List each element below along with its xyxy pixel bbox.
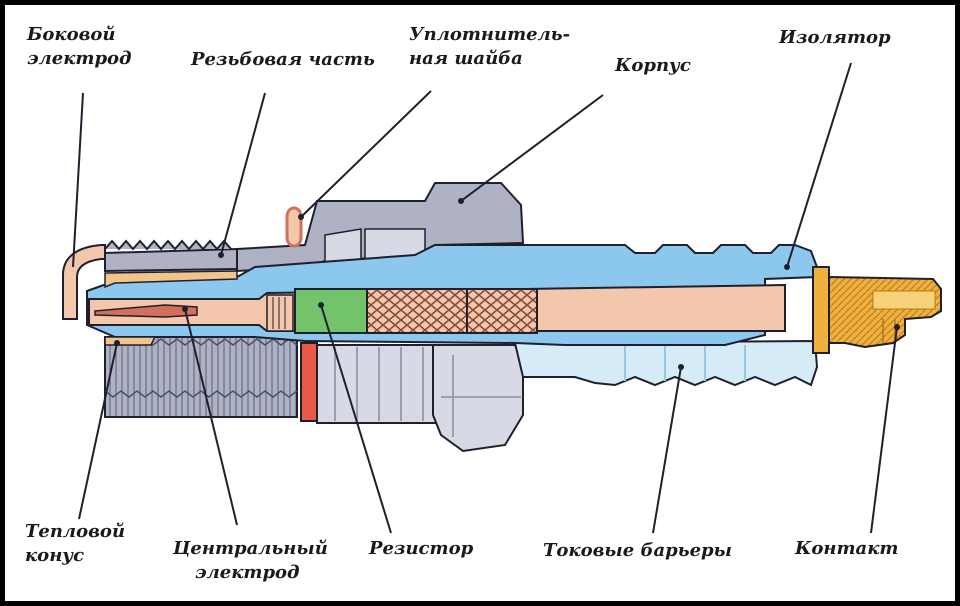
diagram-frame: Боковой электрод Резьбовая часть Уплотни… <box>5 5 955 601</box>
shell-upper <box>104 182 525 273</box>
leader-side-electrode <box>72 92 84 268</box>
contact <box>812 266 942 354</box>
leader-center-electrode <box>184 308 238 526</box>
label-body: Корпус <box>615 55 691 76</box>
label-insulator: Изолятор <box>779 27 891 48</box>
label-thread: Резьбовая часть <box>191 49 375 70</box>
leader-dots <box>114 198 900 370</box>
resistor <box>294 288 368 334</box>
shell-lower <box>104 336 524 453</box>
leader-thread <box>220 92 266 256</box>
leader-heat-cone <box>78 342 118 520</box>
insulator-lower <box>513 339 819 387</box>
washer-lower <box>300 342 318 422</box>
leader-insulator <box>786 62 852 268</box>
label-center-electrode: Центральный электрод <box>173 538 328 583</box>
knurled-joint <box>266 294 294 332</box>
sealing-washer <box>285 206 303 248</box>
center-electrode-tip <box>94 304 198 318</box>
leader-resistor <box>320 304 392 534</box>
label-current-barriers: Токовые барьеры <box>543 540 732 561</box>
spark-plug-diagram <box>62 62 942 534</box>
leader-barriers <box>652 366 682 534</box>
thread-upper <box>104 247 238 273</box>
label-side-electrode: Боковой электрод <box>27 24 132 69</box>
label-sealing-washer: Уплотнитель- ная шайба <box>409 24 571 69</box>
leader-body <box>460 94 604 202</box>
heat-cone-fill <box>104 270 238 289</box>
resistor-mesh <box>366 288 468 334</box>
label-heat-cone: Тепловой конус <box>25 521 126 566</box>
leader-washer <box>300 90 432 218</box>
label-contact: Контакт <box>795 538 899 559</box>
leader-lines <box>72 62 898 534</box>
label-resistor: Резистор <box>369 538 474 559</box>
leader-contact <box>870 326 898 534</box>
